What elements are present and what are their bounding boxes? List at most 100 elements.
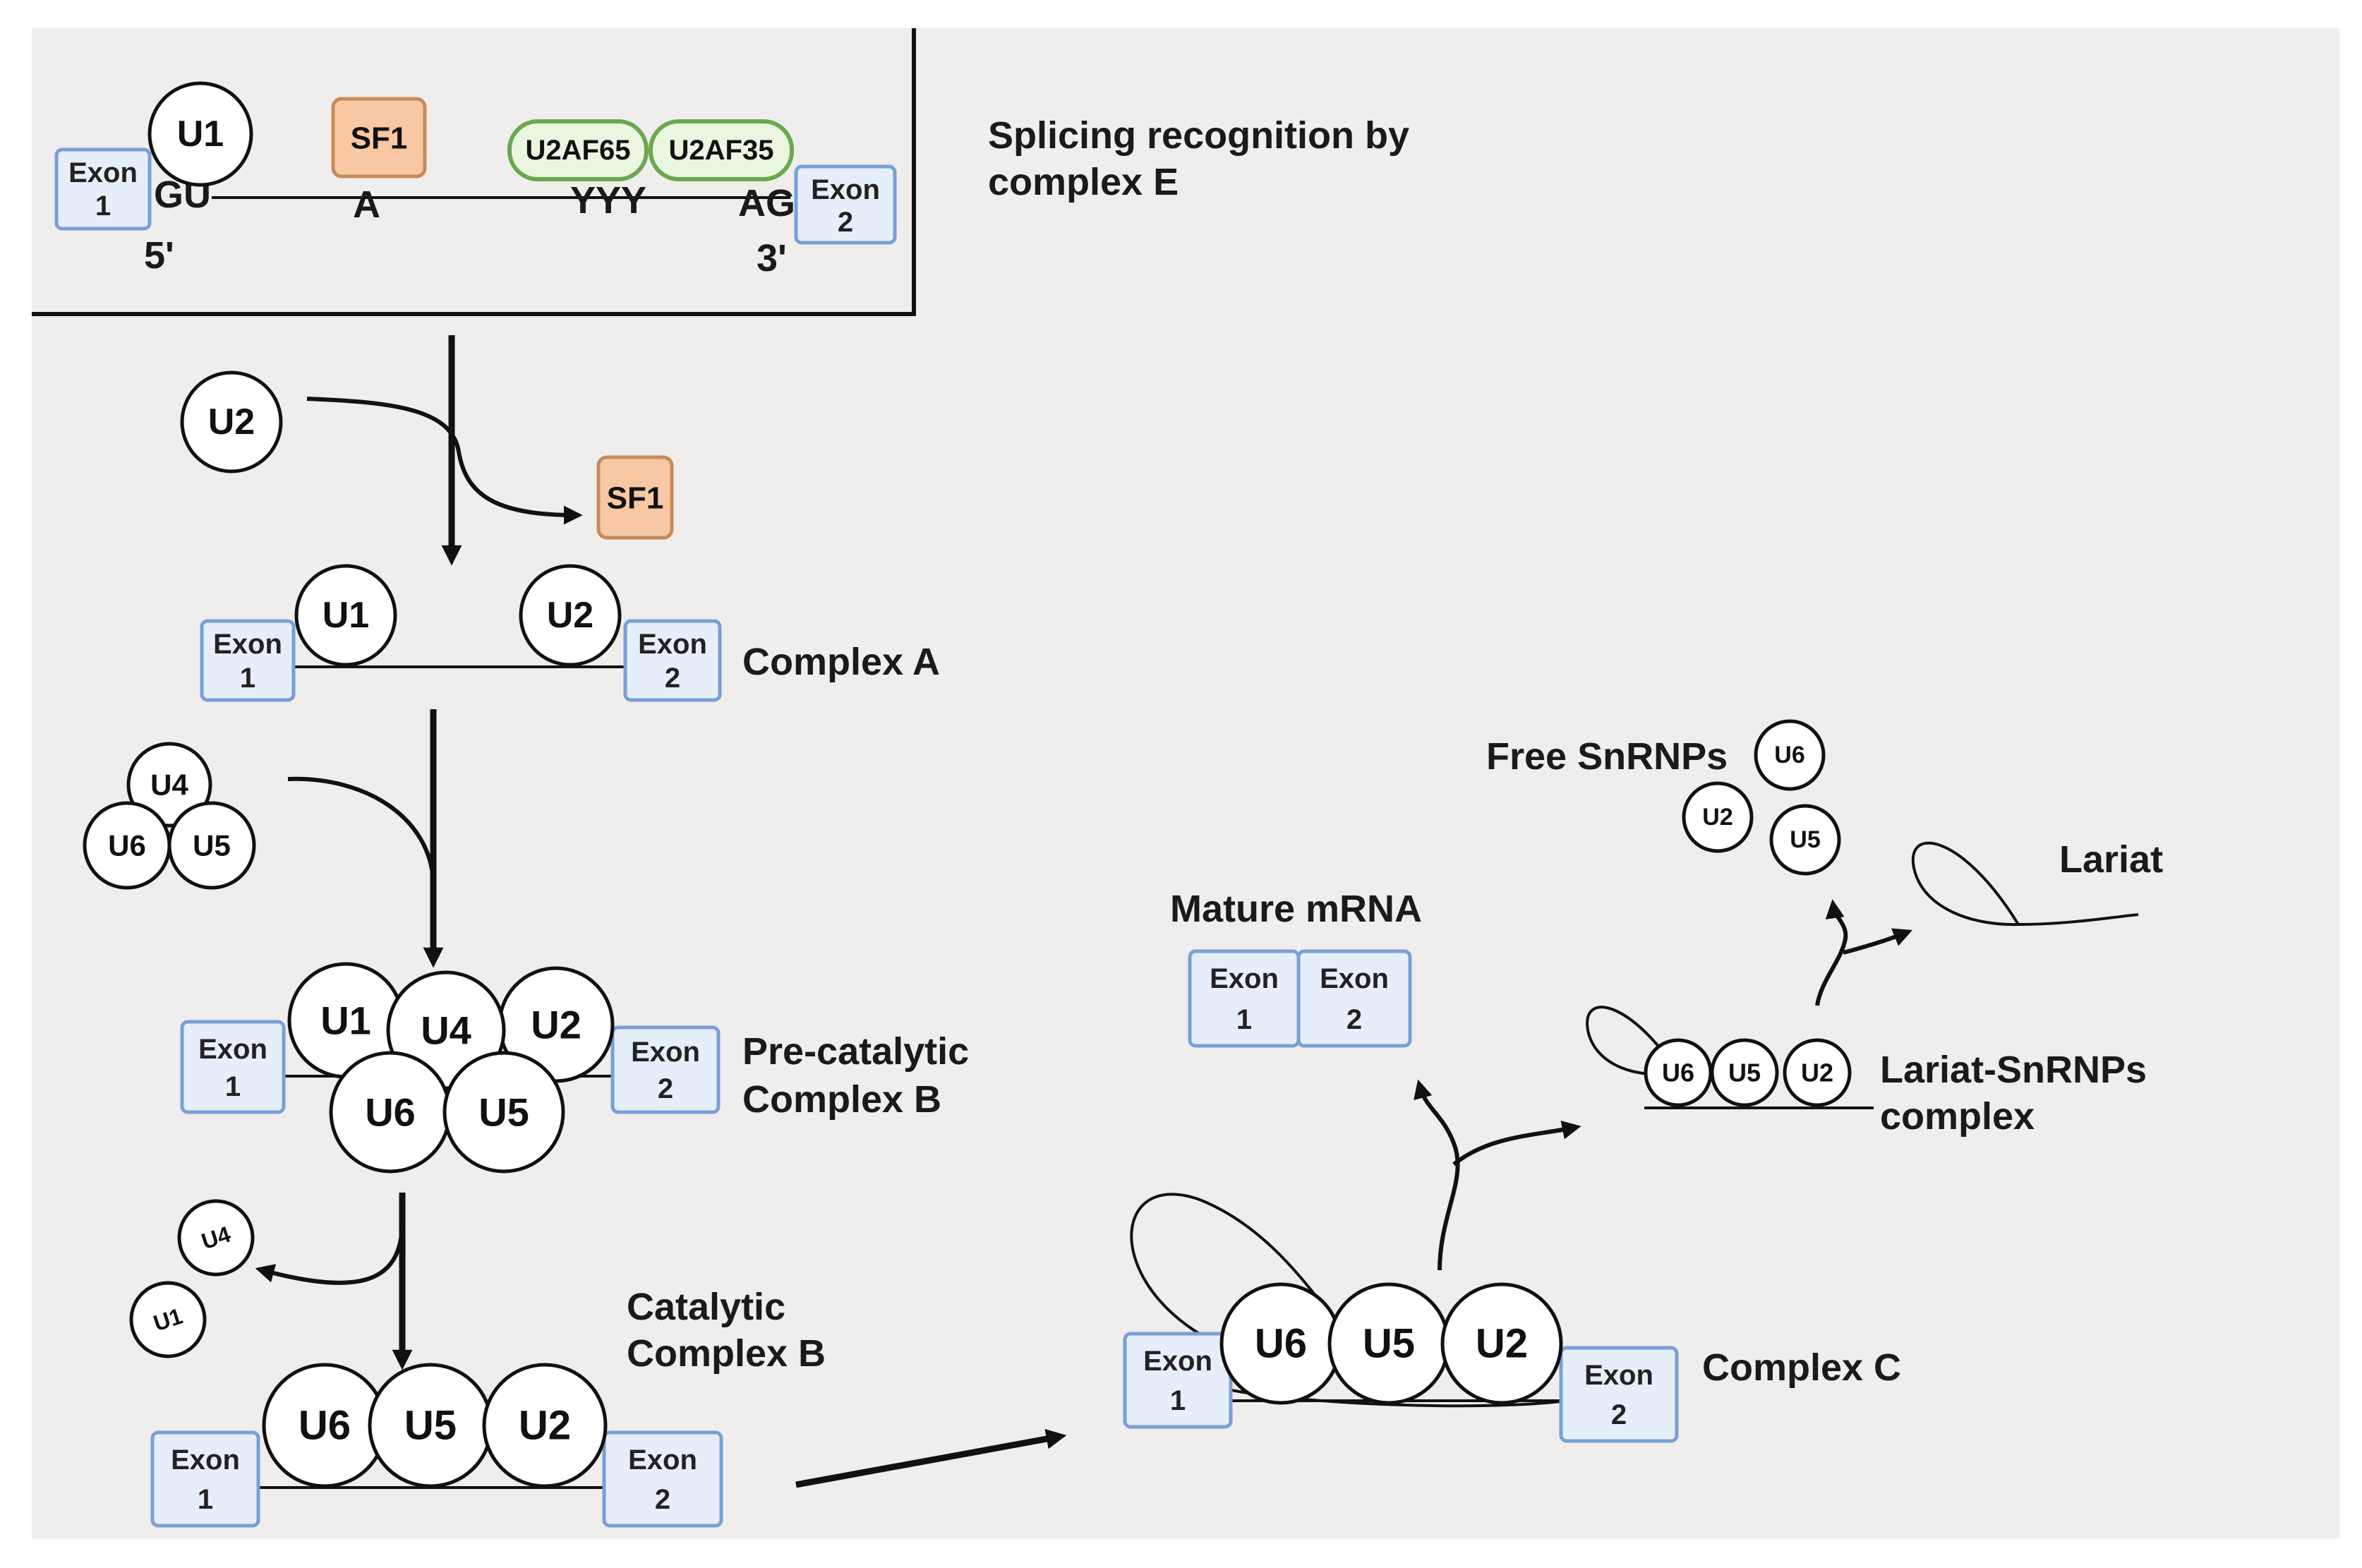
svg-text:U1: U1 — [320, 999, 371, 1043]
snrnp-u2: U2 — [498, 966, 615, 1083]
complex-a-label: Complex A — [742, 641, 940, 683]
svg-text:1: 1 — [1236, 1004, 1252, 1035]
snrnp-u2: U2 — [1682, 781, 1754, 853]
svg-text:U6: U6 — [1774, 742, 1804, 768]
svg-text:U2: U2 — [1801, 1059, 1833, 1087]
exon-box: Exon 1 — [1123, 1332, 1233, 1429]
snrnp-u6: U6 — [329, 1051, 452, 1174]
snrnp-u1: U1 — [287, 962, 404, 1079]
exon-box: Exon 2 — [794, 164, 897, 245]
svg-text:A: A — [353, 183, 380, 226]
snrnp-u6: U6 — [1219, 1282, 1342, 1405]
pre-catalytic-label-line1: Pre-catalytic — [742, 1030, 969, 1073]
arrow-b-to-catalytic: U4 U1 — [129, 1193, 413, 1370]
svg-text:2: 2 — [655, 1484, 670, 1515]
svg-text:U5: U5 — [478, 1090, 529, 1135]
snrnp-u6: U6 — [83, 801, 171, 890]
svg-text:Exon: Exon — [628, 1445, 697, 1476]
svg-text:U1: U1 — [323, 595, 369, 636]
mature-mrna-label: Mature mRNA — [1170, 888, 1422, 930]
svg-text:AG: AG — [738, 182, 795, 224]
catalytic-label-line2: Complex B — [627, 1332, 826, 1375]
svg-text:U2AF35: U2AF35 — [669, 135, 774, 166]
lariat: Lariat — [1911, 838, 2163, 927]
svg-text:U5: U5 — [404, 1403, 457, 1449]
lariat-loop — [1911, 841, 2139, 927]
svg-text:U1: U1 — [177, 114, 224, 155]
svg-text:U6: U6 — [299, 1403, 351, 1449]
svg-text:YYY: YYY — [570, 179, 646, 222]
svg-text:1: 1 — [1170, 1385, 1186, 1416]
svg-text:U4: U4 — [421, 1008, 471, 1053]
pre-catalytic-complex-b: Exon 1 Exon 2 U1 U2 U4 U6 U5 Pre-catalyt… — [180, 962, 969, 1174]
snrnp-u4-released: U4 — [177, 1199, 255, 1277]
u2af35-protein: U2AF35 — [649, 119, 794, 181]
mature-mrna: Mature mRNA Exon 1 Exon 2 — [1170, 888, 1422, 1048]
snrnp-u5: U5 — [1769, 804, 1841, 876]
svg-text:Exon: Exon — [811, 174, 880, 205]
svg-text:U2: U2 — [1702, 804, 1733, 831]
snrnp-u6: U6 — [1644, 1038, 1713, 1107]
snrnp-u6: U6 — [1754, 719, 1826, 791]
arrows-from-lariat-snrnps — [1815, 899, 1913, 1006]
free-snrnps-label: Free SnRNPs — [1486, 735, 1728, 778]
lariat-label: Lariat — [2059, 838, 2163, 881]
svg-text:U2: U2 — [531, 1003, 582, 1047]
svg-text:U5: U5 — [1363, 1321, 1415, 1367]
free-snrnps: Free SnRNPs U6 U2 U5 — [1486, 719, 1841, 876]
sf1-protein-released: SF1 — [596, 455, 674, 540]
svg-text:Exon: Exon — [631, 1037, 700, 1068]
svg-text:U6: U6 — [1662, 1059, 1694, 1087]
svg-text:SF1: SF1 — [351, 121, 408, 156]
u2af65-protein: U2AF65 — [507, 119, 649, 181]
exon-box: Exon 1 — [1188, 949, 1301, 1048]
svg-text:2: 2 — [658, 1073, 673, 1104]
snrnp-u5: U5 — [442, 1051, 565, 1174]
svg-text:SF1: SF1 — [607, 481, 664, 516]
svg-text:Exon: Exon — [213, 629, 282, 660]
svg-text:Exon: Exon — [1584, 1360, 1653, 1391]
snrnp-u1-released: U1 — [129, 1281, 207, 1358]
svg-text:U4: U4 — [150, 768, 188, 802]
exon-box: Exon 2 — [1296, 949, 1412, 1048]
svg-text:U6: U6 — [1255, 1321, 1307, 1367]
snrnp-u2: U2 — [180, 370, 283, 474]
catalytic-complex-b: Exon 1 Exon 2 U6 U5 U2 Catalytic Complex… — [150, 1286, 826, 1528]
svg-text:U5: U5 — [1728, 1059, 1761, 1087]
svg-text:1: 1 — [95, 191, 111, 222]
svg-text:U6: U6 — [365, 1090, 416, 1135]
svg-text:U2: U2 — [547, 595, 593, 636]
svg-text:3': 3' — [757, 237, 787, 279]
exon-box: Exon 1 — [200, 619, 296, 702]
background — [32, 28, 2339, 1538]
pre-catalytic-label-line2: Complex B — [742, 1078, 941, 1121]
svg-text:Exon: Exon — [68, 157, 138, 188]
svg-text:5': 5' — [144, 234, 174, 277]
exon-box: Exon 1 — [180, 1020, 286, 1114]
arrow-e-to-a: U2 SF1 — [180, 335, 674, 566]
exon-box: Exon 1 — [150, 1430, 260, 1528]
svg-text:U6: U6 — [108, 829, 146, 862]
svg-text:1: 1 — [225, 1071, 241, 1102]
exon-box: Exon 2 — [1559, 1346, 1679, 1443]
exon-box: Exon 2 — [610, 1025, 721, 1114]
svg-text:U2: U2 — [519, 1403, 571, 1449]
svg-text:Exon: Exon — [198, 1034, 267, 1065]
snrnp-u2: U2 — [482, 1363, 608, 1488]
arrow-catalytic-to-c — [795, 1428, 1067, 1488]
complex-e-label-line1: Splicing recognition by — [988, 114, 1409, 157]
svg-text:2: 2 — [838, 207, 853, 238]
snrnp-u5: U5 — [1710, 1038, 1779, 1107]
arrows-from-complex-c — [1414, 1079, 1581, 1271]
complex-e-label-line2: complex E — [988, 161, 1179, 203]
snrnp-u6: U6 — [262, 1363, 387, 1488]
complex-e-panel: Exon 1 Exon 2 GU A YYY AG 5' 3' U1 SF1 U… — [32, 28, 1409, 316]
svg-text:U5: U5 — [193, 829, 231, 862]
arrow-a-to-b: U4 U6 U5 — [83, 709, 444, 968]
lariat-snrnps-complex: U6 U5 U2 Lariat-SnRNPs complex — [1586, 1006, 2147, 1138]
complex-c-label: Complex C — [1702, 1346, 1901, 1389]
svg-text:Exon: Exon — [171, 1445, 240, 1476]
lariat-snrnps-label-line1: Lariat-SnRNPs — [1880, 1049, 2147, 1091]
svg-text:U5: U5 — [1790, 826, 1820, 853]
